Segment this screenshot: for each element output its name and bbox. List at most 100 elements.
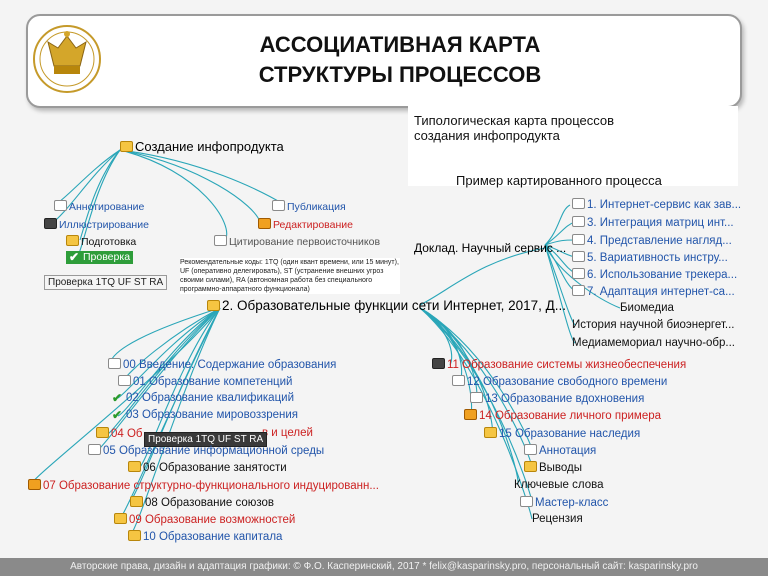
right-branch-item[interactable]: 13 Образование вдохновения — [470, 392, 644, 406]
node-annotating[interactable]: Аннотирование — [54, 200, 144, 214]
left-branch-label: 10 Образование капитала — [143, 531, 283, 543]
right-branch-item[interactable]: 14 Образование личного примера — [464, 409, 661, 423]
right-list-item[interactable]: 6. Использование трекера... — [572, 268, 737, 282]
right-list-item[interactable]: 3. Интеграция матриц инт... — [572, 216, 734, 230]
right-list-item-label: 1. Интернет-сервис как зав... — [587, 199, 742, 211]
right-list-item-label: 6. Использование трекера... — [587, 269, 738, 281]
right-list-item-label: 7. Адаптация интернет-са... — [587, 286, 735, 298]
central-node-educational-functions[interactable]: 2. Образовательные функции сети Интернет… — [207, 298, 566, 314]
doc-icon — [572, 285, 585, 296]
folder-icon — [484, 427, 497, 438]
right-list-item-label: 5. Вариативность инстру... — [587, 252, 728, 264]
left-branch-label: 09 Образование возможностей — [129, 514, 296, 526]
film-icon — [44, 218, 57, 229]
right-list-item-label: 3. Интеграция матриц инт... — [587, 217, 734, 229]
right-branch-item[interactable]: 15 Образование наследия — [484, 427, 640, 441]
film-icon — [432, 358, 445, 369]
right-branch-label: Мастер-класс — [535, 497, 609, 509]
right-branch-item[interactable]: Рецензия — [532, 513, 583, 526]
left-branch-item[interactable]: 10 Образование капитала — [128, 530, 282, 544]
doc-icon — [54, 200, 67, 211]
right-list-item[interactable]: 1. Интернет-сервис как зав... — [572, 198, 741, 212]
right-branch-item[interactable]: Аннотация — [524, 444, 596, 458]
right-branch-item[interactable]: 12 Образование свободного времени — [452, 375, 667, 389]
left-branch-item[interactable]: 01 Образование компетенций — [118, 375, 292, 389]
page-title: АССОЦИАТИВНАЯ КАРТА СТРУКТУРЫ ПРОЦЕССОВ — [150, 30, 650, 90]
folder-icon — [130, 496, 143, 507]
caption-typology: Типологическая карта процессов создания … — [414, 113, 614, 143]
right-branch-item[interactable]: Ключевые слова — [514, 479, 604, 492]
doc-icon — [572, 268, 585, 279]
pencil-icon — [28, 479, 41, 490]
crest-logo-icon — [33, 25, 101, 93]
node-citing-sources[interactable]: Цитирование первоисточников — [214, 235, 380, 249]
pencil-icon — [258, 218, 271, 229]
left-branch-label: 08 Образование союзов — [145, 497, 275, 509]
caption-example: Пример картированного процесса — [456, 173, 662, 188]
root-node-label: Создание инфопродукта — [135, 139, 284, 154]
doc-icon — [470, 392, 483, 403]
check-icon: ✔ — [112, 408, 123, 422]
right-branch-label: 15 Образование наследия — [499, 428, 641, 440]
right-list-item[interactable]: 4. Представление нагляд... — [572, 234, 732, 248]
right-branch-item[interactable]: 11 Образование системы жизнеобеспечения — [432, 358, 686, 372]
right-list-item-label: Биомедиа — [620, 302, 674, 314]
left-branch-item[interactable]: 09 Образование возможностей — [114, 513, 295, 527]
right-branch-item[interactable]: Выводы — [524, 461, 582, 475]
node-illustrating[interactable]: Иллюстрирование — [44, 218, 149, 232]
left-branch-label: 05 Образование информационной среды — [103, 445, 325, 457]
node-preparation[interactable]: Подготовка — [66, 235, 136, 249]
left-branch-item[interactable]: 04 Об — [96, 427, 143, 441]
doc-icon — [108, 358, 121, 369]
right-branch-label: 14 Образование личного примера — [479, 410, 662, 422]
tag-check-codes-middle: Проверка 1TQ UF ST RA — [144, 432, 268, 447]
left-branch-label: 00 Введение. Содержание образования — [123, 359, 337, 371]
node-publication[interactable]: Публикация — [272, 200, 346, 214]
left-branch-item[interactable]: 08 Образование союзов — [130, 496, 274, 510]
central-node-label: 2. Образовательные функции сети Интернет… — [222, 298, 567, 313]
right-branch-label: Выводы — [539, 462, 583, 474]
left-branch-item[interactable]: 05 Образование информационной среды — [88, 444, 324, 458]
note-recommended-codes: Рекомендательные коды: 1TQ (один квант в… — [180, 258, 400, 294]
title-panel — [26, 14, 742, 108]
caption-typology-line-1: Типологическая карта процессов — [414, 113, 615, 128]
left-branch-item[interactable]: 07 Образование структурно-функциональног… — [28, 479, 379, 493]
right-list-item[interactable]: Медиамемориал научно-обр... — [572, 337, 735, 350]
node-check[interactable]: ✔Проверка — [66, 250, 134, 264]
left-branch-item-tail[interactable]: в и целей — [262, 427, 313, 439]
check-icon: ✔ — [69, 250, 80, 264]
left-branch-item[interactable]: 00 Введение. Содержание образования — [108, 358, 336, 372]
node-label: Подготовка — [81, 236, 137, 248]
node-label: Цитирование первоисточников — [229, 236, 381, 248]
doc-icon — [572, 198, 585, 209]
doc-icon — [118, 375, 131, 386]
node-editing[interactable]: Редактирование — [258, 218, 353, 232]
doc-icon — [272, 200, 285, 211]
node-label: Публикация — [287, 201, 346, 213]
tag-check-codes: Проверка 1TQ UF ST RA — [44, 275, 168, 290]
node-label: Аннотирование — [69, 201, 145, 213]
caption-panel — [408, 106, 738, 186]
right-list-item[interactable]: 5. Вариативность инстру... — [572, 251, 728, 265]
folder-icon — [128, 461, 141, 472]
node-report-scientific-service[interactable]: Доклад. Научный сервис ... — [414, 241, 567, 255]
right-list-item[interactable]: Биомедиа — [620, 302, 674, 315]
doc-icon — [572, 234, 585, 245]
caption-typology-line-2: создания инфопродукта — [414, 128, 560, 143]
root-node-create-infoproduct[interactable]: Создание инфопродукта — [120, 139, 284, 155]
right-list-item-label: Медиамемориал научно-обр... — [572, 337, 736, 349]
left-branch-item[interactable]: ✔03 Образование мировоззрения — [112, 409, 298, 422]
left-branch-item[interactable]: ✔02 Образование квалификаций — [112, 392, 294, 405]
left-branch-item[interactable]: 06 Образование занятости — [128, 461, 287, 475]
right-branch-item[interactable]: Мастер-класс — [520, 496, 608, 510]
right-list-item[interactable]: 7. Адаптация интернет-са... — [572, 285, 735, 299]
right-list-item[interactable]: История научной биоэнергет... — [572, 319, 734, 332]
doc-icon — [452, 375, 465, 386]
title-line-1: АССОЦИАТИВНАЯ КАРТА — [259, 32, 541, 57]
folder-icon — [96, 427, 109, 438]
left-branch-label: 06 Образование занятости — [143, 462, 287, 474]
right-branch-label: 12 Образование свободного времени — [467, 376, 668, 388]
right-branch-label: 13 Образование вдохновения — [485, 393, 645, 405]
right-branch-label: 11 Образование системы жизнеобеспечения — [447, 359, 687, 371]
folder-icon — [524, 461, 537, 472]
